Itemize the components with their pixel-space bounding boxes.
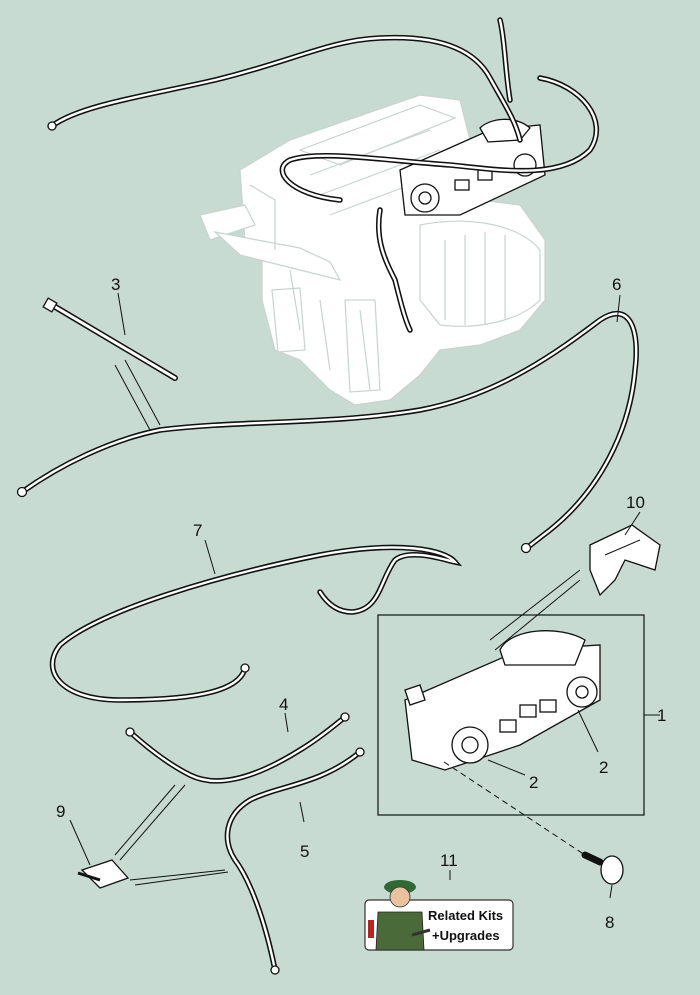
bracket xyxy=(589,524,661,597)
cable-5 xyxy=(224,747,365,975)
callout-labels: 1 2 2 3 4 5 6 7 8 9 10 11 xyxy=(56,275,666,932)
related-kits-badge[interactable]: Related Kits +Upgrades xyxy=(364,880,514,951)
callout-1: 1 xyxy=(657,706,666,725)
leader-lines xyxy=(69,292,660,899)
callout-10: 10 xyxy=(626,493,645,512)
callout-9: 9 xyxy=(56,802,65,821)
screw xyxy=(581,851,624,885)
cable-6 xyxy=(16,311,639,554)
callout-2-right: 2 xyxy=(599,758,608,777)
badge-line-2: +Upgrades xyxy=(432,928,500,943)
control-unit-box xyxy=(377,614,645,816)
cable-4 xyxy=(125,712,350,784)
callout-3: 3 xyxy=(111,275,120,294)
callout-5: 5 xyxy=(300,842,309,861)
callout-7: 7 xyxy=(193,521,202,540)
callout-6: 6 xyxy=(612,275,621,294)
callout-11: 11 xyxy=(440,851,458,870)
mechanic-mascot-icon xyxy=(368,880,431,951)
top-installed-cable xyxy=(47,17,599,333)
callout-2-left: 2 xyxy=(529,773,538,792)
cable-tie xyxy=(42,297,178,381)
callout-8: 8 xyxy=(605,913,614,932)
callout-4: 4 xyxy=(279,695,288,714)
badge-line-1: Related Kits xyxy=(428,908,503,923)
cable-7 xyxy=(49,544,463,703)
cable-clip xyxy=(77,859,130,889)
